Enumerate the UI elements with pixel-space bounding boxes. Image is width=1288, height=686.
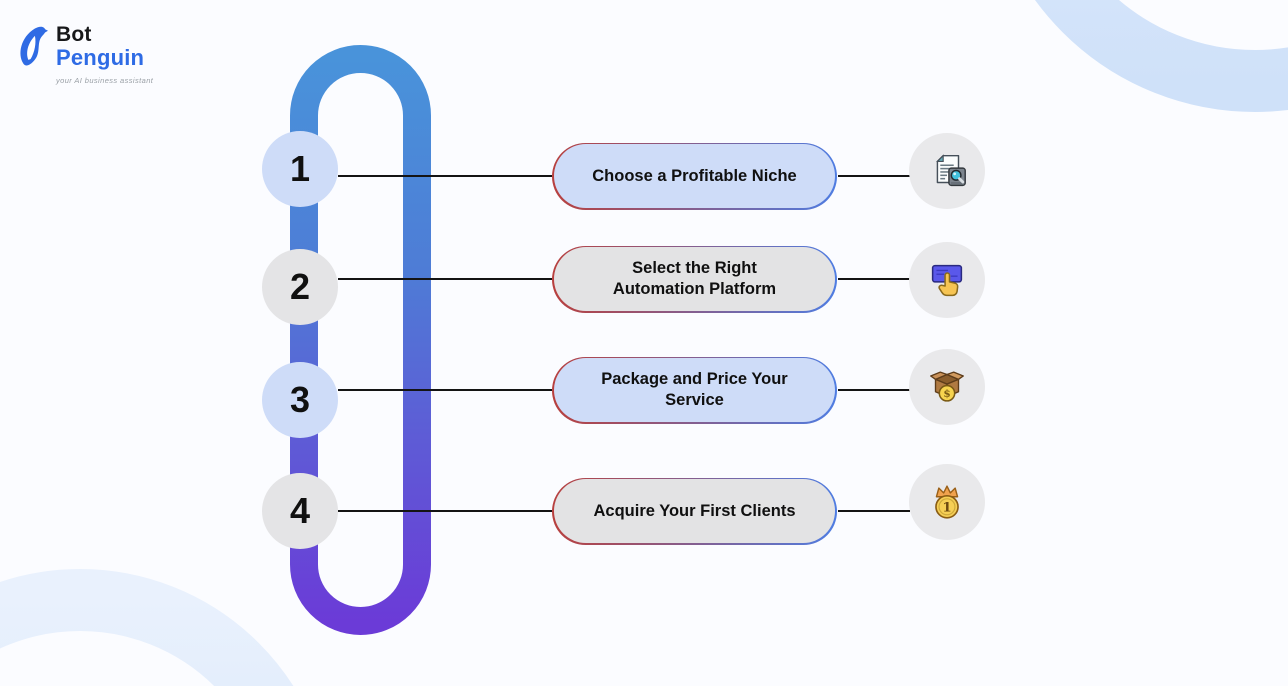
step-number-circle-1: 1 bbox=[262, 131, 338, 207]
step-number-circle-4: 4 bbox=[262, 473, 338, 549]
step-number-circle-3: 3 bbox=[262, 362, 338, 438]
step-label: Acquire Your First Clients bbox=[593, 501, 796, 520]
document-search-icon bbox=[909, 133, 985, 209]
package-dollar-icon: $ bbox=[909, 349, 985, 425]
brand-tagline: your AI business assistant bbox=[56, 76, 154, 86]
step-label: Package and Price Your bbox=[601, 370, 788, 388]
brand-logo[interactable]: Bot Penguin your AI business assistant bbox=[16, 23, 154, 86]
step-number: 1 bbox=[289, 148, 311, 189]
step-number-circle-2: 2 bbox=[262, 249, 338, 325]
connector-line-left bbox=[338, 389, 552, 391]
step-pill-body: Acquire Your First Clients bbox=[553, 479, 836, 543]
connector-line-left bbox=[338, 510, 552, 512]
connector-line-right bbox=[838, 278, 910, 280]
step-number: 3 bbox=[289, 379, 311, 420]
ring-bottom-left bbox=[0, 569, 294, 686]
connector-line-right bbox=[838, 175, 910, 177]
connector-line-left bbox=[338, 278, 552, 280]
brand-name-bottom: Penguin bbox=[56, 45, 145, 71]
connector-line-right bbox=[838, 389, 910, 391]
step-pill-1[interactable]: Choose a Profitable Niche bbox=[552, 142, 837, 210]
svg-text:$: $ bbox=[943, 388, 950, 400]
step-label: Select the Right bbox=[632, 259, 757, 277]
brand-name-top: Bot bbox=[56, 23, 92, 46]
connector-line-right bbox=[838, 510, 910, 512]
step-pill-4[interactable]: Acquire Your First Clients bbox=[552, 477, 837, 545]
step-label: Choose a Profitable Niche bbox=[592, 166, 797, 185]
step-number: 4 bbox=[289, 490, 311, 531]
svg-text:1: 1 bbox=[942, 500, 951, 516]
step-number: 2 bbox=[289, 266, 311, 307]
step-label: Automation Platform bbox=[612, 280, 777, 298]
penguin-icon bbox=[20, 26, 48, 66]
button-click-icon bbox=[909, 242, 985, 318]
step-label: Service bbox=[665, 391, 724, 409]
first-place-medal-icon: 1 bbox=[909, 464, 985, 540]
step-pill-body: Choose a Profitable Niche bbox=[553, 144, 836, 208]
connector-line-left bbox=[338, 175, 552, 177]
ring-top-right bbox=[1035, 0, 1288, 112]
